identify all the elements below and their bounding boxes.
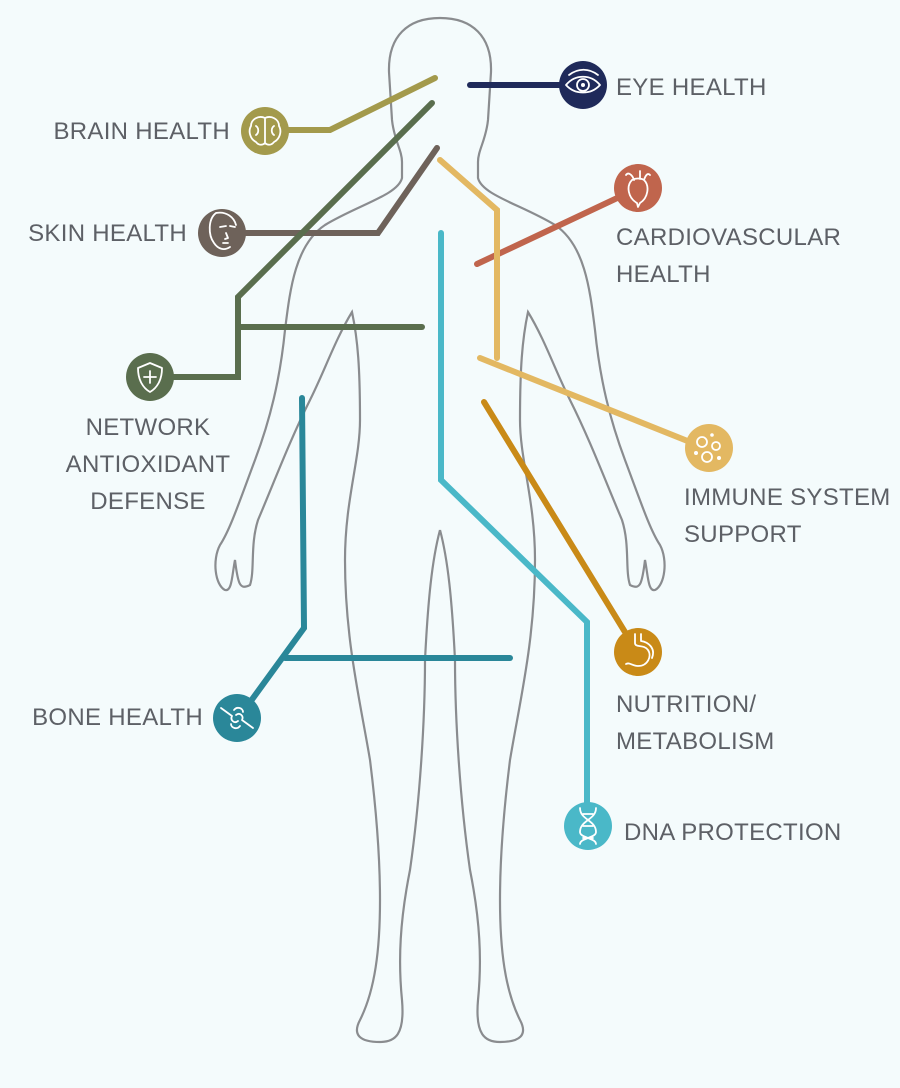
- label-line: ANTIOXIDANT: [66, 451, 231, 478]
- nutrition-metabolism-label: NUTRITION/ METABOLISM: [616, 691, 775, 755]
- body-outline: [214, 16, 666, 1044]
- label-line: NETWORK: [86, 414, 211, 441]
- immune-branch-line: [477, 355, 708, 451]
- cardio-line: [474, 189, 633, 267]
- immune-system-support-label: IMMUNE SYSTEM SUPPORT: [684, 484, 891, 548]
- label-line: METABOLISM: [616, 728, 775, 755]
- brain-health-label: BRAIN HEALTH: [53, 118, 230, 145]
- label-line: NUTRITION/: [616, 691, 756, 718]
- brain-icon: [241, 107, 289, 155]
- connector-lines: [147, 75, 708, 818]
- nutrition-line: [481, 399, 639, 653]
- dna-icon: [564, 802, 612, 850]
- heart-icon: [614, 164, 662, 212]
- eye-icon: [559, 61, 607, 109]
- label-line: DEFENSE: [90, 488, 205, 515]
- network-line: [147, 100, 435, 380]
- dna-protection-label: DNA PROTECTION: [624, 819, 842, 846]
- label-line: CARDIOVASCULAR: [616, 224, 841, 251]
- bone-health-label: BONE HEALTH: [32, 704, 203, 731]
- bone-joint-icon: [213, 694, 261, 742]
- shield-plus-icon: [126, 353, 174, 401]
- network-antioxidant-defense-label: NETWORK ANTIOXIDANT DEFENSE: [66, 414, 231, 515]
- skin-line: [227, 145, 440, 236]
- dna-line: [438, 230, 590, 818]
- cells-icon: [685, 424, 733, 472]
- stomach-icon: [614, 628, 662, 676]
- label-line: SUPPORT: [684, 521, 802, 548]
- immune-line: [437, 157, 500, 361]
- face-icon: [198, 209, 246, 257]
- label-line: IMMUNE SYSTEM: [684, 484, 891, 511]
- bone-line: [237, 395, 308, 719]
- skin-health-label: SKIN HEALTH: [28, 220, 187, 247]
- cardiovascular-health-label: CARDIOVASCULAR HEALTH: [616, 224, 841, 288]
- eye-health-label: EYE HEALTH: [616, 74, 767, 101]
- label-line: HEALTH: [616, 261, 711, 288]
